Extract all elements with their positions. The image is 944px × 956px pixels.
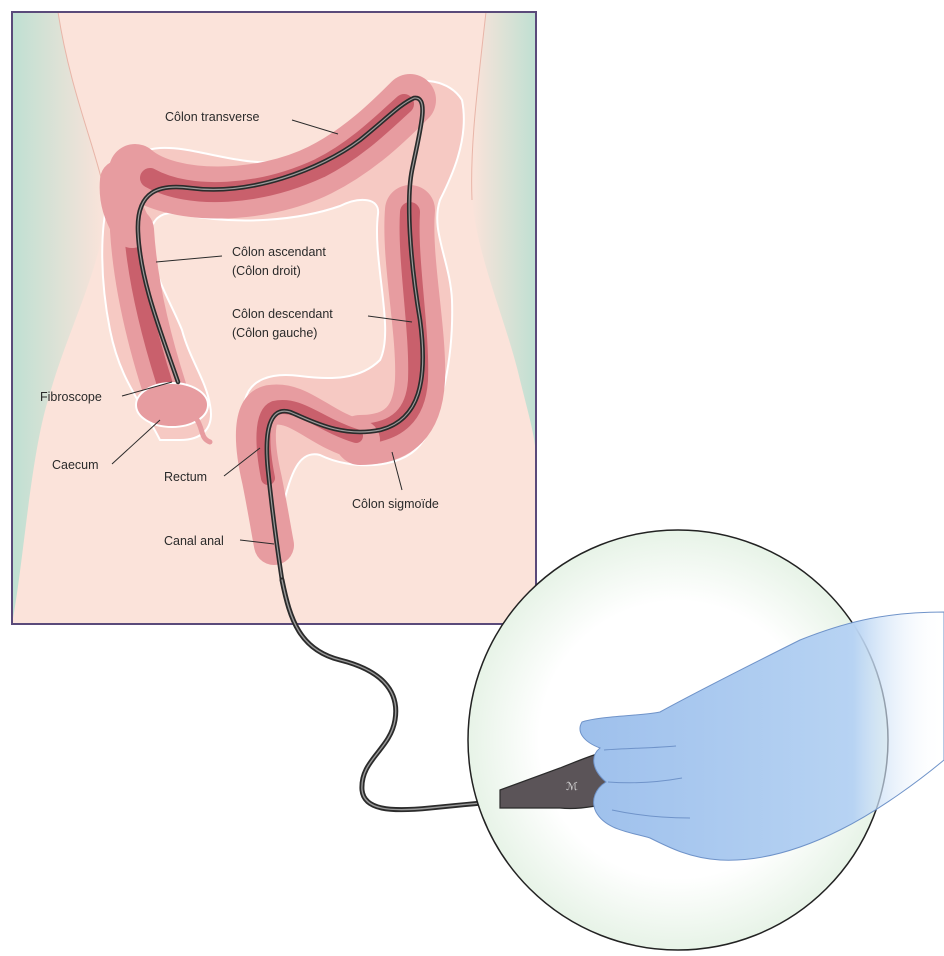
label-colon-sigmoide: Côlon sigmoïde	[352, 497, 439, 511]
label-rectum: Rectum	[164, 470, 207, 484]
label-caecum: Caecum	[52, 458, 99, 472]
label-canal-anal: Canal anal	[164, 534, 224, 548]
label-colon-ascendant-line1: Côlon ascendant	[232, 245, 326, 259]
label-colon-transverse: Côlon transverse	[165, 110, 260, 124]
hepatic-flexure	[120, 180, 132, 228]
handle-marking: ℳ	[566, 781, 578, 793]
label-fibroscope: Fibroscope	[40, 390, 102, 404]
label-colon-ascendant-line2: (Côlon droit)	[232, 264, 301, 278]
magnified-view: ℳ	[468, 530, 944, 950]
label-colon-descendant-line1: Côlon descendant	[232, 307, 333, 321]
label-colon-descendant-line2: (Côlon gauche)	[232, 326, 317, 340]
